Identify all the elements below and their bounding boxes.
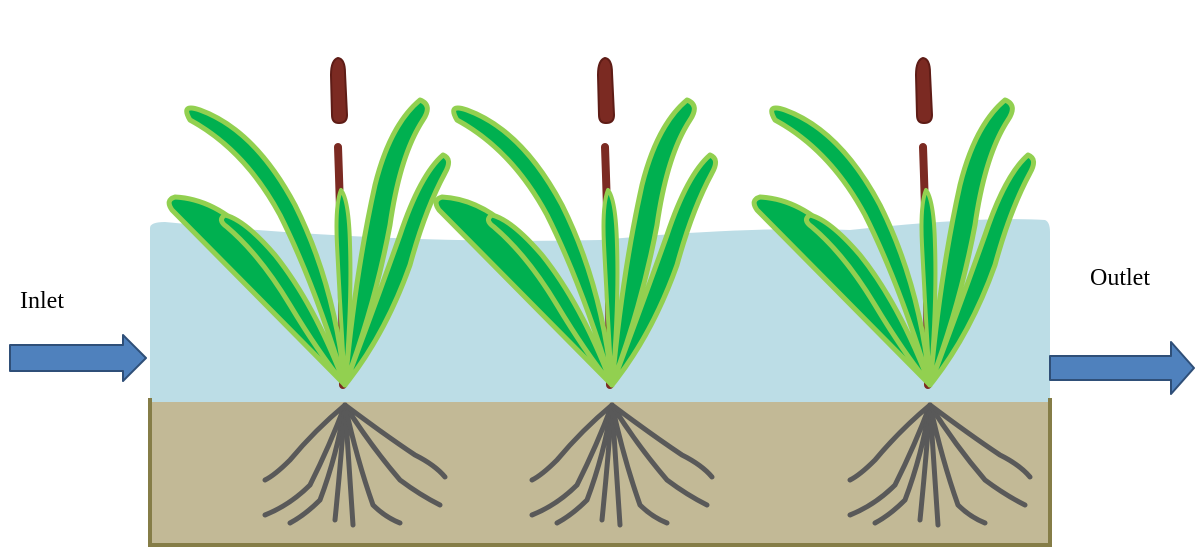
outlet-label: Outlet xyxy=(1090,266,1150,290)
inlet-label: Inlet xyxy=(20,289,64,313)
inlet-arrow xyxy=(10,335,146,381)
outlet-arrow xyxy=(1050,342,1194,394)
